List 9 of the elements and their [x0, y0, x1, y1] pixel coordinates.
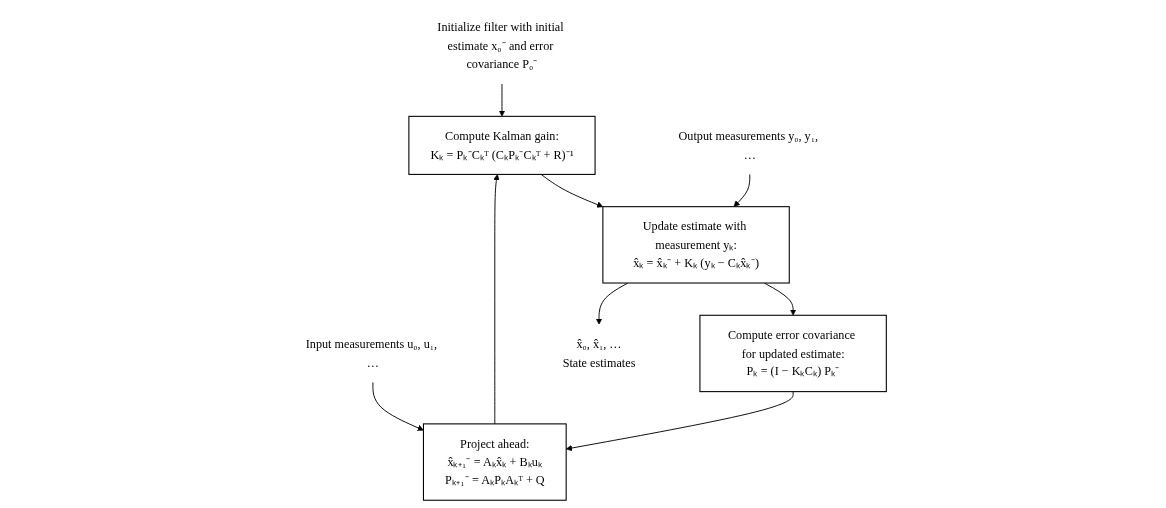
node-box: Project ahead: x̂ₖ₊₁⁻ = Aₖx̂ₖ + Bₖuₖ Pₖ₊₁⁻ = AₖPₖAₖᵀ + Q	[422, 423, 567, 501]
node-box: Update estimate with measurement yₖ: x̂ₖ = x̂ₖ⁻ + Kₖ (yₖ − Cₖx̂ₖ⁻)	[602, 206, 790, 284]
node-text: Output measurements y₀, y₁, …	[678, 129, 818, 162]
node-text: x̂₀, x̂₁, …	[576, 337, 622, 351]
node-label: State estimates	[562, 355, 636, 370]
node-text: Initialize filter with initial estimate x₀⁻ and error covariance P₀⁻	[437, 20, 564, 71]
node-text: Input measurements u₀, u₁, …	[305, 337, 438, 370]
node-box: Compute error covariance for updated estimate: Pₖ = (I − KₖCₖ) Pₖ⁻	[699, 314, 887, 393]
node-box: Compute Kalman gain: Kₖ = Pₖ⁻Cₖᵀ (CₖPₖ⁻Cₖᵀ + R)⁻¹	[408, 115, 596, 175]
